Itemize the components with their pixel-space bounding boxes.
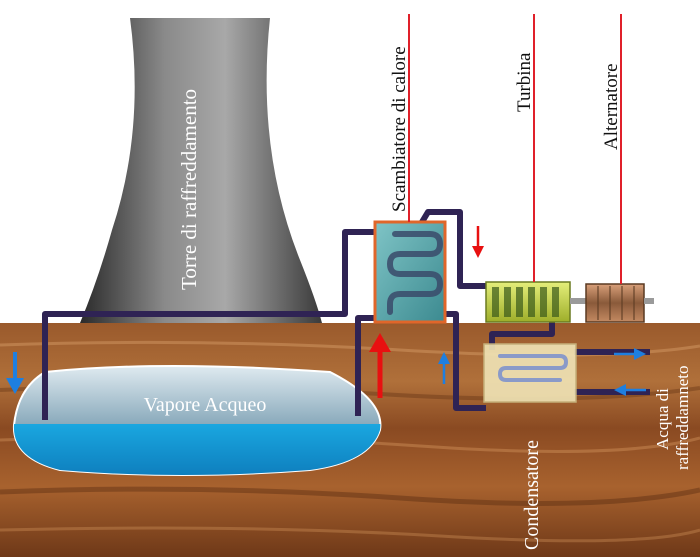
cooling-water-label-line2: raffreddamneto [673, 366, 692, 470]
exchanger-coil [386, 231, 444, 315]
condenser-label: Condensatore [521, 440, 543, 550]
arrow-down-icon [6, 352, 24, 394]
turbine-shaft [570, 298, 586, 304]
leader-lines [408, 14, 622, 284]
cooling-tower-label: Torre di raffreddamento [177, 89, 201, 290]
reservoir-water [13, 424, 381, 475]
pipe-reservoir-return [355, 315, 378, 416]
arrow-left-icon [614, 384, 646, 396]
condenser [483, 343, 577, 403]
cooling-tower [80, 18, 322, 323]
alternator-label: Alternatore [601, 63, 622, 150]
cooling-water-label-line1: Acqua di [653, 388, 672, 450]
arrow-down-icon [472, 226, 484, 258]
pipe-exchanger-to-turbine [419, 209, 488, 289]
steam-reservoir [12, 365, 382, 476]
arrow-up-icon [438, 352, 450, 384]
turbine-label: Turbina [514, 52, 535, 112]
pipe-exchanger-to-condenser [445, 311, 486, 411]
arrow-up-icon [369, 333, 391, 398]
condenser-coil [497, 354, 569, 382]
alternator [585, 283, 654, 323]
steam-reservoir-label: Vapore Acqueo [144, 394, 267, 416]
heat-exchanger-label: Scambiatore di calore [389, 46, 410, 212]
heat-exchanger [373, 220, 447, 324]
pipe-reservoir-to-exchanger [42, 229, 378, 420]
pipes [42, 209, 650, 420]
pipe-turbine-to-condenser [489, 322, 555, 350]
turbine [485, 281, 571, 323]
arrow-right-icon [614, 348, 646, 360]
